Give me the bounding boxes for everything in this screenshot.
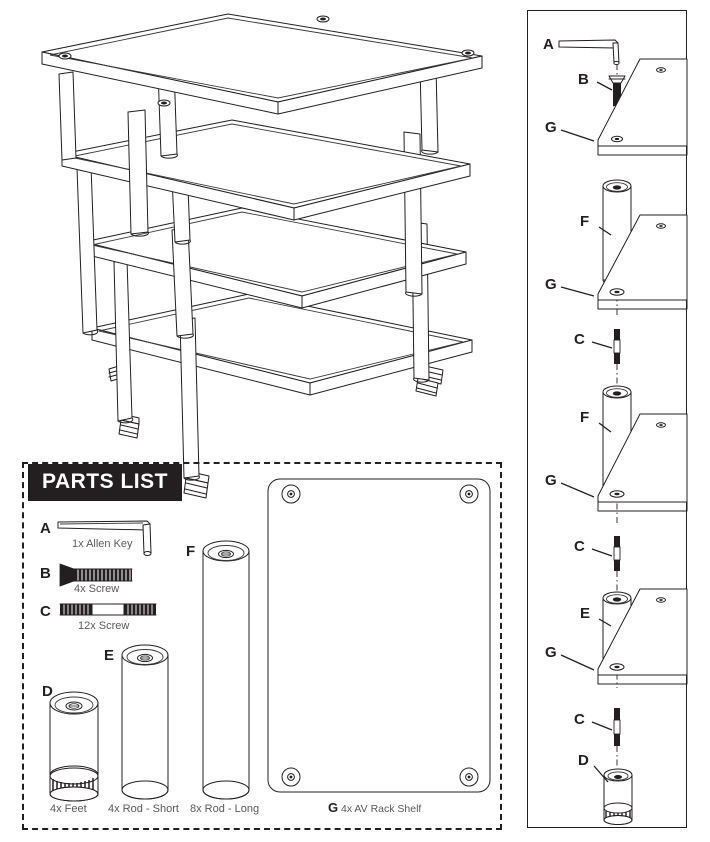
- rack-legs-level-2: [58, 65, 439, 237]
- assembly-sequence-panel: [527, 10, 687, 828]
- rack-foot-front-center: [183, 470, 210, 499]
- shelf-screw-hole-top-left: [58, 52, 72, 60]
- parts-list-title: PARTS LIST: [28, 464, 182, 501]
- rack-shelf-top: [41, 13, 483, 115]
- shelf-screw-hole-top-back: [316, 15, 330, 23]
- shelf-screw-hole-top-front: [157, 99, 171, 107]
- shelf-screw-hole-top-right: [461, 49, 475, 57]
- parts-list-panel: [22, 462, 502, 830]
